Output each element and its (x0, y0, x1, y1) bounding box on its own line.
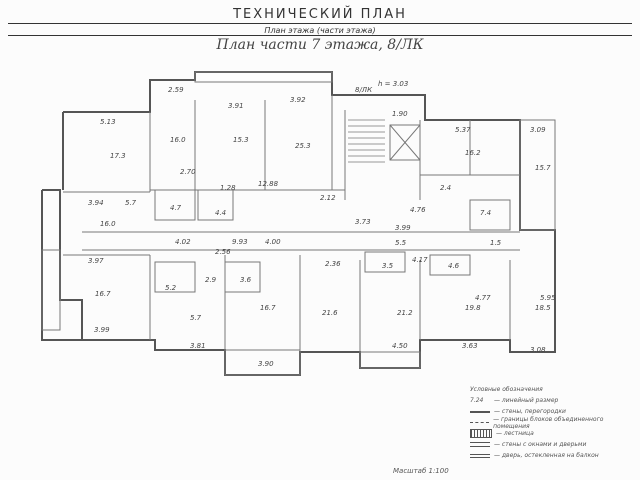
dimension: 2.36 (325, 260, 341, 268)
room-area: 21.2 (397, 309, 413, 317)
room-area: 2.4 (440, 184, 451, 192)
legend-item: — дверь, остекленная на балкон (470, 450, 635, 461)
room-area: 5.2 (165, 284, 177, 292)
dimension: 3.99 (94, 326, 110, 334)
dimension: 5.95 (540, 294, 556, 302)
dimension: 3.92 (290, 96, 306, 104)
room-area: 5.7 (190, 314, 202, 322)
legend-text: — стены, перегородки (494, 408, 566, 415)
dimension: 2.70 (180, 168, 196, 176)
room-area: 25.3 (295, 142, 311, 150)
dimension: 3.09 (530, 126, 546, 134)
stair-symbol (470, 429, 492, 438)
room-area: 16.7 (95, 290, 111, 298)
room-area: 15.3 (233, 136, 249, 144)
dimension: 4.76 (410, 206, 426, 214)
document-subtitle: План этажа (части этажа) (264, 26, 376, 35)
title-underline (8, 23, 632, 24)
room-area: 16.0 (170, 136, 186, 144)
dimension: 4.02 (175, 238, 191, 246)
dimension: 5.13 (100, 118, 116, 126)
legend-symbol: 7.24 (470, 397, 484, 404)
plan-title: План части 7 этажа, 8/ЛК (216, 37, 424, 53)
dimension: 1.28 (220, 184, 236, 192)
dimension: 4.77 (475, 294, 491, 302)
room-area: 7.4 (480, 209, 491, 217)
room-area: 15.7 (535, 164, 551, 172)
room-area: 4.6 (448, 262, 460, 270)
legend-text: — лестница (496, 430, 534, 437)
outer-wall-west (42, 71, 556, 376)
dimension: 4.50 (392, 342, 408, 350)
dimension: 4.17 (412, 256, 428, 264)
room-area: 16.2 (465, 149, 481, 157)
room-area: 3.5 (382, 262, 394, 270)
staircase (348, 119, 385, 163)
scale-label: Масштаб 1:100 (393, 467, 449, 475)
legend-heading: Условные обозначения (470, 386, 543, 393)
dimension: 9.93 (232, 238, 248, 246)
section-label: 8/ЛК (355, 86, 373, 94)
room-area: 4.4 (215, 209, 226, 217)
dimension: 12.88 (258, 180, 279, 188)
height-label: h = 3.03 (378, 80, 408, 88)
balcony-door-symbol (470, 453, 490, 458)
dimension: 1.90 (392, 110, 408, 118)
room-area: 4.7 (170, 204, 182, 212)
dimension: 3.90 (258, 360, 274, 368)
dimension: 3.81 (190, 342, 206, 350)
dimension: 3.94 (88, 199, 104, 207)
dimension: 2.56 (215, 248, 231, 256)
legend-item: — лестница (470, 428, 635, 439)
legend-text: — границы блоков объединенного помещения (493, 415, 604, 430)
room-area: 16.0 (100, 220, 116, 228)
room-area: 19.8 (465, 304, 481, 312)
dimension: 3.99 (395, 224, 411, 232)
dimension: 3.97 (88, 257, 104, 265)
legend: Условные обозначения 7.24 — линейный раз… (470, 384, 635, 461)
dimension: 5.37 (455, 126, 471, 134)
legend-item: 7.24 — линейный размер (470, 395, 635, 406)
dimension: 3.63 (462, 342, 478, 350)
legend-item: — стены с окнами и дверьми (470, 439, 635, 450)
dimension: 4.00 (265, 238, 281, 246)
room-area: 16.7 (260, 304, 276, 312)
room-area: 18.5 (535, 304, 551, 312)
document-title: ТЕХНИЧЕСКИЙ ПЛАН (233, 7, 407, 22)
window-wall-symbol (470, 442, 490, 447)
legend-text: — линейный размер (494, 397, 559, 404)
legend-text: — стены с окнами и дверьми (494, 441, 587, 448)
room-area: 17.3 (110, 152, 126, 160)
legend-text: — дверь, остекленная на балкон (494, 452, 599, 459)
room-area: 5.5 (395, 239, 407, 247)
dimension: 3.91 (228, 102, 244, 110)
legend-item: — границы блоков объединенного помещения (470, 415, 635, 430)
room-area: 21.6 (322, 309, 338, 317)
room-area: 3.6 (240, 276, 252, 284)
dimension: 3.08 (530, 346, 546, 354)
subtitle-underline (8, 35, 632, 36)
dimension: 3.73 (355, 218, 371, 226)
dimension: 2.59 (168, 86, 184, 94)
boundary-symbol (470, 422, 490, 423)
dimension: 2.12 (320, 194, 336, 202)
room-area: 1.5 (490, 239, 502, 247)
wall-symbol (470, 410, 490, 413)
room-area: 5.7 (125, 199, 137, 207)
legend-item: — стены, перегородки (470, 406, 635, 417)
room-area: 2.9 (205, 276, 217, 284)
